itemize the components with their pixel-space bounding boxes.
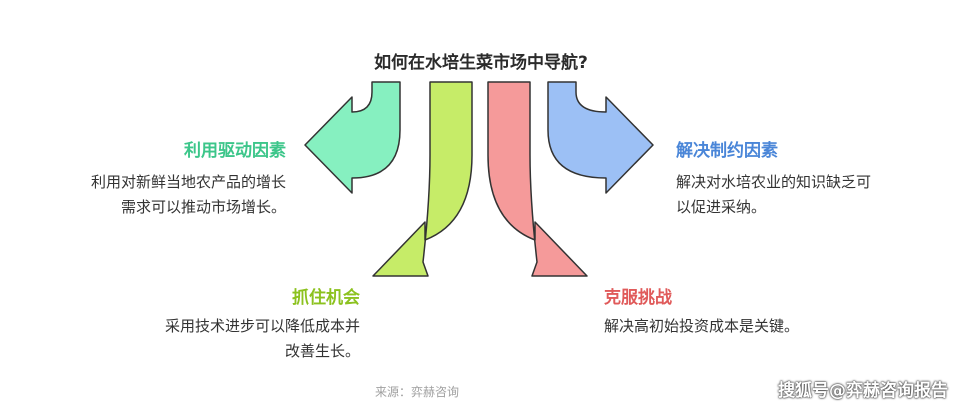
arrow-opportunities — [372, 81, 473, 277]
watermark: 搜狐号@弈赫咨询报告 — [778, 381, 948, 401]
challenges-desc-line-1: 解决高初始投资成本是关键。 — [604, 317, 800, 335]
diagram-title: 如何在水培生菜市场中导航? — [374, 53, 588, 73]
challenges-description: 解决高初始投资成本是关键。 — [604, 314, 799, 339]
opportunities-heading: 抓住机会 — [292, 288, 360, 308]
opportunities-description: 采用技术进步可以降低成本并 改善生长。 — [165, 314, 360, 364]
drivers-desc-line-1: 利用对新鲜当地农产品的增长 — [90, 173, 286, 191]
opportunities-desc-line-2: 改善生长。 — [284, 342, 360, 360]
arrow-challenges — [487, 81, 588, 277]
constraints-heading: 解决制约因素 — [676, 141, 778, 161]
constraints-desc-line-2: 以促进采纳。 — [676, 198, 767, 216]
opportunities-desc-line-1: 采用技术进步可以降低成本并 — [164, 317, 360, 335]
drivers-description: 利用对新鲜当地农产品的增长 需求可以推动市场增长。 — [91, 170, 286, 220]
drivers-desc-line-2: 需求可以推动市场增长。 — [120, 198, 286, 216]
challenges-heading: 克服挑战 — [604, 288, 672, 308]
constraints-desc-line-1: 解决对水培农业的知识缺乏可 — [676, 173, 872, 191]
constraints-description: 解决对水培农业的知识缺乏可 以促进采纳。 — [676, 170, 871, 220]
source-note: 来源：弈赫咨询 — [375, 385, 460, 399]
arrow-constraints — [547, 81, 654, 194]
drivers-heading: 利用驱动因素 — [184, 141, 286, 161]
arrow-drivers — [304, 81, 401, 194]
